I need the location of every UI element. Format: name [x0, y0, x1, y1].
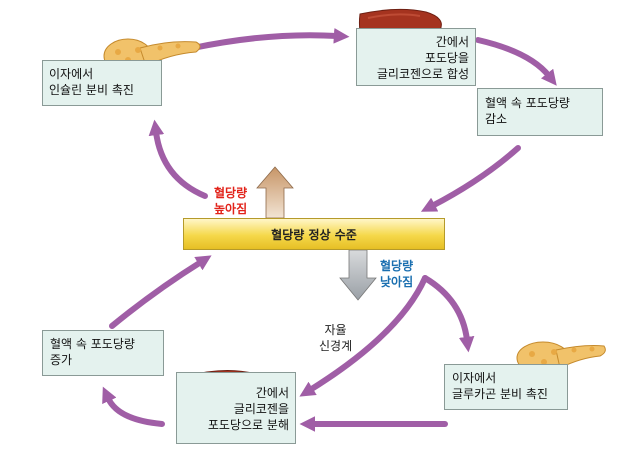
- arrow-low-to-glucagon: [422, 275, 475, 353]
- autonomic-nervous-system-label: 자율 신경계: [319, 323, 353, 353]
- glucose-high-label: 혈당량 높아짐: [214, 186, 248, 216]
- arrow-low-to-autonomic: [299, 275, 428, 397]
- pancreas-insulin-box: 이자에서 인슐린 분비 촉진: [42, 60, 162, 106]
- arrow-breakdown-to-increase: [102, 386, 165, 427]
- liver-synthesis-box: 간에서 포도당을 글리코젠으로 합성: [356, 28, 476, 86]
- normal-glucose-level-bar: 혈당량 정상 수준: [183, 218, 445, 250]
- arrow-insulin-to-liver: [190, 28, 350, 51]
- liver-breakdown-box: 간에서 글리코젠을 포도당으로 분해: [176, 372, 296, 444]
- arrow-decrease-to-normal: [420, 145, 521, 212]
- arrow-up-high: [256, 166, 294, 219]
- arrow-increase-to-normal: [109, 255, 212, 329]
- glucose-low-label: 혈당량 낮아짐: [380, 259, 414, 289]
- blood-glucose-decrease-box: 혈액 속 포도당량 감소: [477, 88, 603, 136]
- arrow-down-low: [339, 249, 377, 301]
- blood-glucose-increase-box: 혈액 속 포도당량 증가: [42, 330, 164, 376]
- arrow-normal-to-insulin: [148, 119, 208, 199]
- arrow-liver-to-decrease: [475, 37, 557, 86]
- pancreas-glucagon-box: 이자에서 글루카곤 분비 촉진: [444, 364, 568, 410]
